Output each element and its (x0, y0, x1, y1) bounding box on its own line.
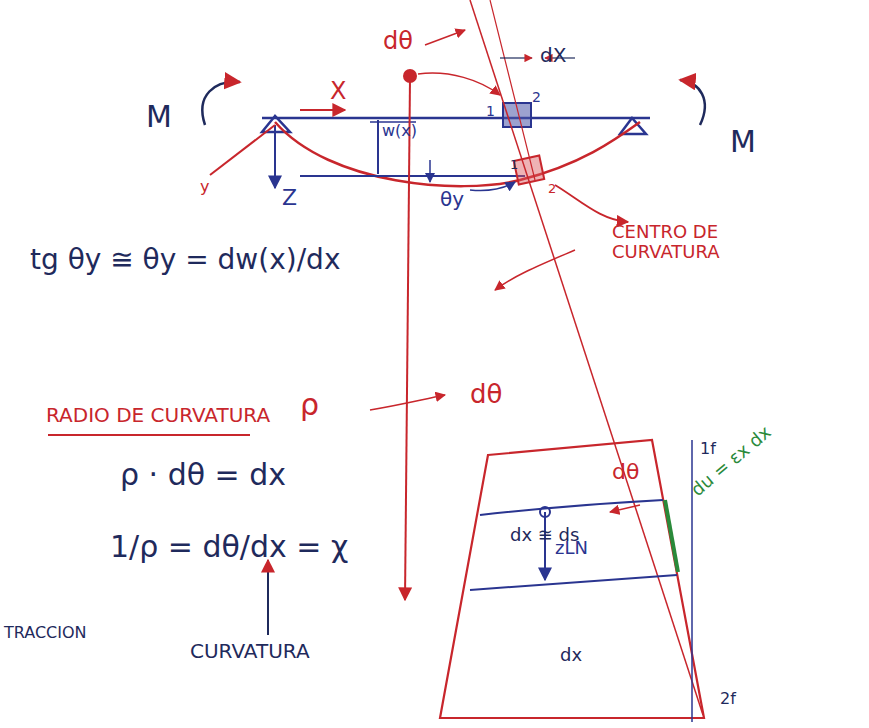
sketch-label: zLN (555, 538, 588, 558)
sketch-label: ρ · dθ = dx (120, 458, 286, 491)
x-axis (300, 109, 345, 111)
deflection-line (300, 175, 525, 177)
sketch-label: w(x) (382, 122, 417, 140)
sketch-label: 1/ρ = dθ/dx = χ (110, 530, 348, 563)
fibre-element (440, 440, 704, 718)
sketch-label: TRACCION (4, 624, 87, 642)
sketch-label: dx (560, 645, 582, 665)
sketch-label: X (330, 78, 346, 104)
sketch-label: RADIO DE CURVATURA (46, 404, 270, 426)
sketch-label: dθ (383, 28, 413, 54)
sketch-label: dX (540, 44, 566, 66)
sketch-label: tg θy ≅ θy = dw(x)/dx (30, 245, 340, 276)
sketch-label: 1f (700, 440, 716, 458)
sketch-label: 1 (486, 104, 495, 119)
elongation (665, 500, 678, 572)
curvature-centre (403, 69, 417, 83)
sketch-label: M (146, 100, 172, 133)
moment-arrow (680, 80, 705, 125)
radius-arrow (405, 78, 410, 600)
sketch-label: 2f (720, 690, 736, 708)
sketch-label: CURVATURA (190, 640, 310, 662)
deflection-dimension (377, 120, 379, 174)
sketch-label: 2 (548, 182, 556, 196)
moment-arrow (202, 82, 240, 125)
sketch-label: Z (282, 186, 297, 210)
sketch-label: y (200, 178, 209, 196)
radial-line (470, 0, 703, 715)
neutral-fibre (480, 500, 663, 515)
sketch-label: θy (440, 188, 464, 210)
sketch-label: M (730, 125, 756, 158)
beam-axis (262, 117, 650, 120)
sketch-label: 2 (532, 90, 541, 105)
sketch-label: CENTRO DE CURVATURA (612, 222, 762, 262)
sketch-label: ρ (300, 388, 319, 421)
deflected-curve (275, 122, 640, 186)
z-axis (274, 125, 276, 188)
sketch-label: 1 (510, 158, 518, 172)
y-axis (210, 125, 275, 175)
sketch-label: dθ (470, 380, 502, 409)
sketch-label: du = εx dx (687, 422, 774, 500)
sketch-label: dθ (612, 460, 639, 484)
